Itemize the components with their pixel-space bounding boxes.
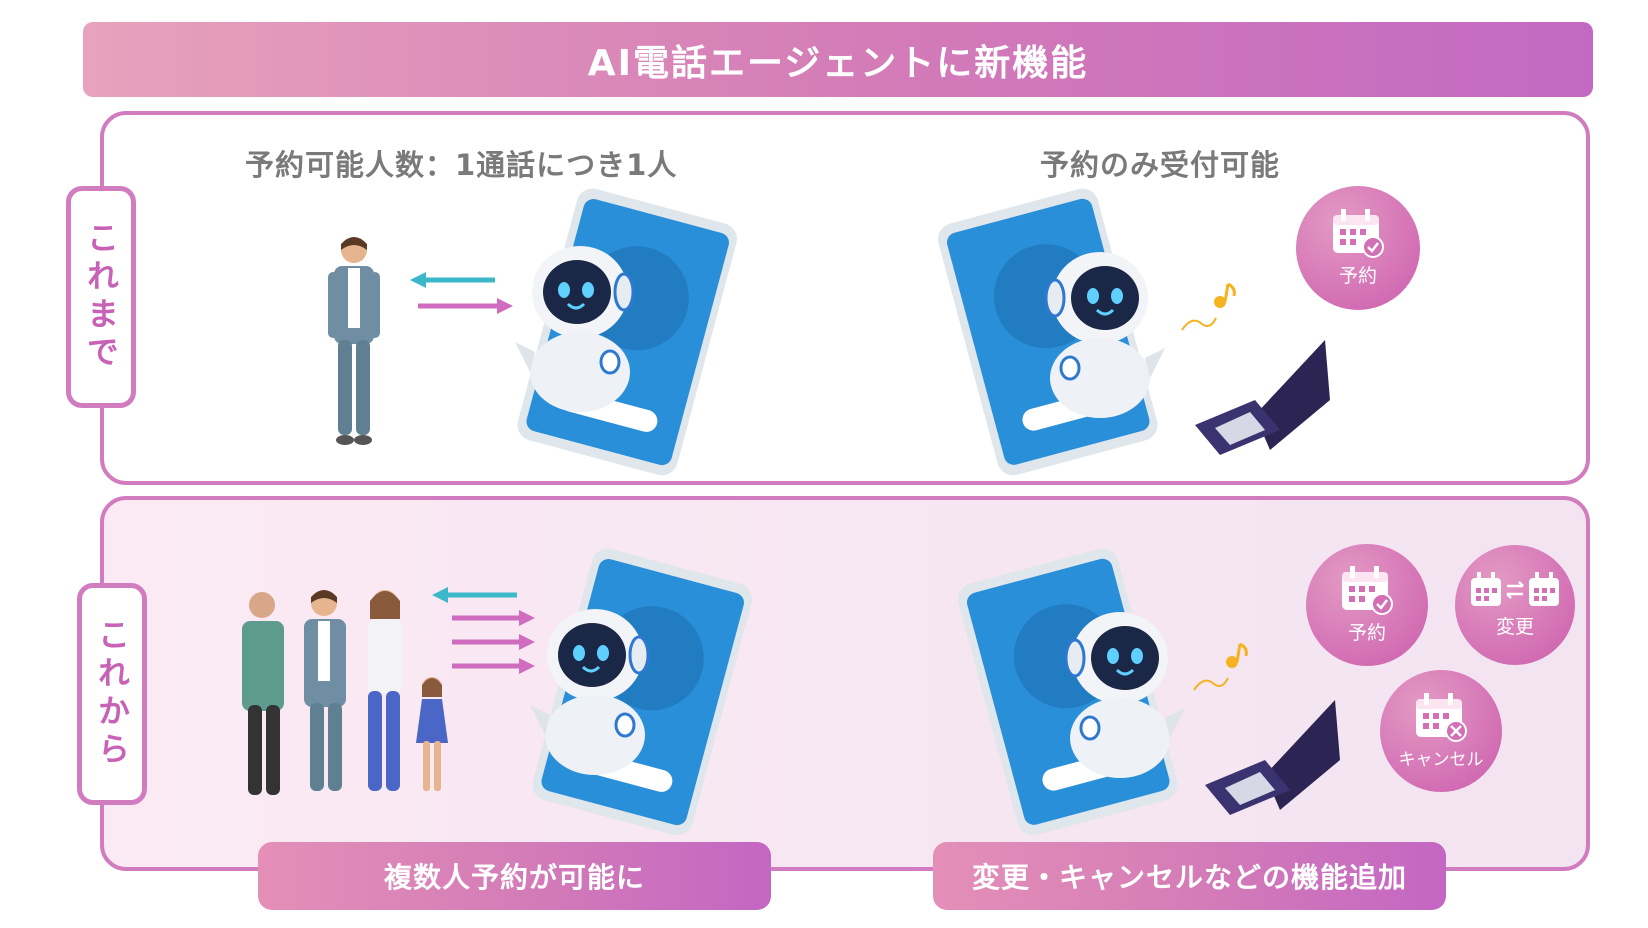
music-note-icon (1193, 642, 1248, 691)
laptop-icon (1195, 340, 1330, 455)
exchange-arrows (410, 272, 513, 314)
calendar-cancel-icon (1416, 692, 1467, 742)
reserve-label: 予約 (1347, 621, 1386, 644)
calendar-check-icon (1342, 565, 1393, 615)
robot-icon (1044, 252, 1165, 418)
reserve-bubble: 予約 (1306, 544, 1428, 666)
reserve-label: 予約 (1338, 264, 1377, 287)
robot-icon (1064, 612, 1185, 778)
cancel-bubble: キャンセル (1380, 670, 1502, 792)
after-tag: これから (77, 583, 147, 805)
robot-icon (515, 246, 635, 412)
multi-exchange-arrows (432, 587, 535, 674)
page-title: AI電話エージェントに新機能 (83, 22, 1593, 97)
calendar-check-icon (1333, 208, 1384, 258)
before-tag: これまで (66, 186, 136, 408)
robot-icon (530, 609, 650, 775)
calendar-swap-icon (1471, 571, 1559, 606)
laptop-icon (1205, 700, 1340, 815)
before-left-heading: 予約可能人数：1通話につき1人 (245, 148, 678, 182)
change-bubble: 変更 (1455, 545, 1575, 665)
music-note-icon (1181, 282, 1236, 331)
group-people-icon (242, 590, 448, 795)
before-right-heading: 予約のみ受付可能 (1040, 148, 1281, 182)
reserve-bubble: 予約 (1296, 186, 1420, 310)
person-icon (328, 237, 380, 445)
feature-added-pill: 変更・キャンセルなどの機能追加 (933, 842, 1446, 910)
multi-person-pill: 複数人予約が可能に (258, 842, 771, 910)
change-label: 変更 (1495, 615, 1534, 638)
cancel-label: キャンセル (1398, 749, 1484, 770)
